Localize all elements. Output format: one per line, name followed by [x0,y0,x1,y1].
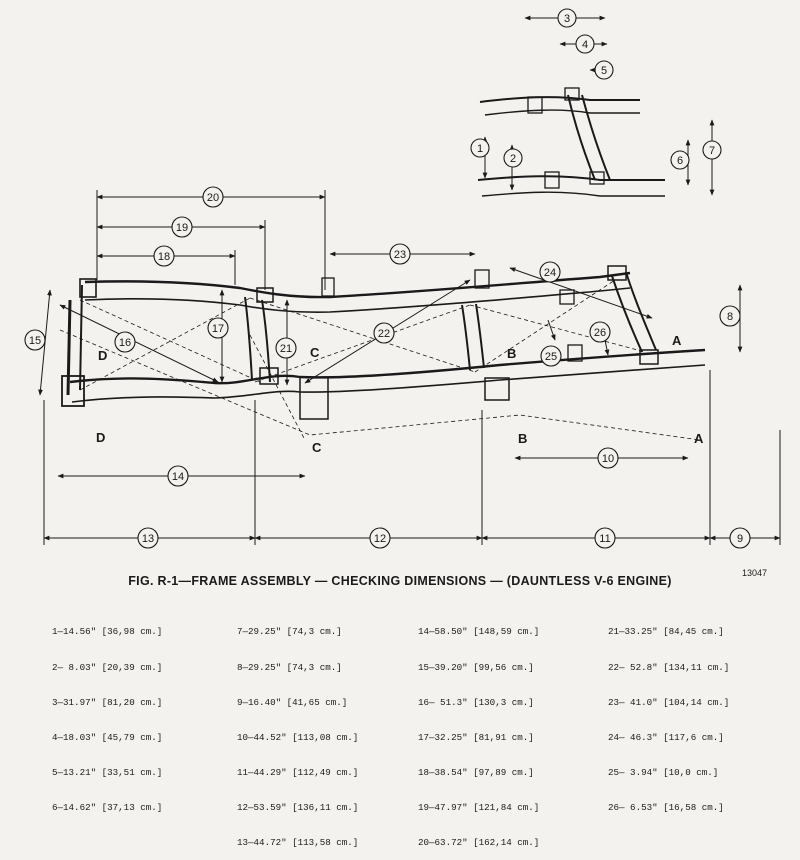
callout-12 [369,527,391,549]
callout-17 [207,317,229,339]
point-d-lower: D [96,430,105,445]
legend-item: 3—31.97" [81,20 cm.] [52,696,163,708]
legend-item: 13—44.72" [113,58 cm.] [237,837,359,849]
legend-item: 9—16.40" [41,65 cm.] [237,696,348,708]
legend-column-4: 21—33.25" [84,45 cm.] 22— 52.8" [134,11 … [608,603,729,825]
legend-item: 26— 6.53" [16,58 cm.] [608,801,724,813]
legend-item: 11—44.29" [112,49 cm.] [237,766,359,778]
legend-column-1: 1—14.56" [36,98 cm.] 2— 8.03" [20,39 cm.… [52,603,162,825]
point-b-lower: B [518,431,527,446]
svg-text:4: 4 [582,39,588,51]
legend-item: 7—29.25" [74,3 cm.] [237,626,342,638]
callout-10 [597,447,619,469]
svg-text:1: 1 [477,143,483,155]
svg-text:26: 26 [594,327,606,339]
callout-1 [470,138,490,158]
svg-text:11: 11 [599,533,610,545]
svg-text:9: 9 [737,533,743,545]
callout-23 [389,243,411,265]
legend-item: 20—63.72" [162,14 cm.] [418,837,540,849]
svg-text:5: 5 [601,65,607,77]
figure-number: 13047 [742,568,768,578]
callout-15 [24,329,46,351]
callout-24 [539,261,561,283]
legend-item: 12—53.59" [136,11 cm.] [237,801,359,813]
callout-2 [503,148,523,168]
svg-text:2: 2 [510,153,516,165]
inset-rear-frame [477,87,665,197]
callout-9 [729,527,751,549]
legend-item: 25— 3.94" [10,0 cm.] [608,766,719,778]
callout-22 [373,322,395,344]
svg-text:12: 12 [374,533,386,545]
callout-26 [589,321,611,343]
svg-text:16: 16 [119,337,131,349]
legend-item: 21—33.25" [84,45 cm.] [608,626,724,638]
callout-19 [171,216,193,238]
dimension-lines [38,15,781,545]
callout-13 [137,527,159,549]
svg-text:17: 17 [212,323,224,335]
legend-item: 10—44.52" [113,08 cm.] [237,731,359,743]
svg-text:13: 13 [142,533,154,545]
svg-text:3: 3 [564,13,570,25]
legend-item: 16— 51.3" [130,3 cm.] [418,696,534,708]
callout-4 [575,34,595,54]
callout-20 [202,186,224,208]
callout-7 [702,140,722,160]
legend-item: 5—13.21" [33,51 cm.] [52,766,163,778]
legend-item: 23— 41.0" [104,14 cm.] [608,696,730,708]
legend-column-3: 14—58.50" [148,59 cm.] 15—39.20" [99,56 … [418,603,539,860]
legend-item: 1—14.56" [36,98 cm.] [52,626,163,638]
legend-item: 24— 46.3" [117,6 cm.] [608,731,724,743]
callout-11 [594,527,616,549]
callout-5 [594,60,614,80]
svg-text:8: 8 [727,311,733,323]
legend-item: 19—47.97" [121,84 cm.] [418,801,540,813]
callout-18 [153,245,175,267]
legend-item: 2— 8.03" [20,39 cm.] [52,661,163,673]
svg-text:24: 24 [544,267,556,279]
svg-text:20: 20 [207,192,219,204]
callout-3 [557,8,577,28]
legend-item: 14—58.50" [148,59 cm.] [418,626,540,638]
legend-item: 4—18.03" [45,79 cm.] [52,731,163,743]
svg-text:15: 15 [29,335,41,347]
legend-item: 18—38.54" [97,89 cm.] [418,766,534,778]
reference-diagonals [59,279,701,441]
svg-text:21: 21 [280,343,292,355]
callouts: 3 4 5 1 2 6 7 20 19 18 23 24 15 16 17 21… [24,8,751,549]
svg-text:7: 7 [709,145,715,157]
svg-text:25: 25 [545,351,557,363]
frame-diagram: 3 4 5 1 2 6 7 20 19 18 23 24 15 16 17 21… [24,8,781,549]
point-d-upper: D [98,348,107,363]
svg-text:6: 6 [677,155,683,167]
legend-item: 22— 52.8" [134,11 cm.] [608,661,730,673]
legend-item: 8—29.25" [74,3 cm.] [237,661,342,673]
callout-6 [670,150,690,170]
callout-8 [719,305,741,327]
callout-21 [275,337,297,359]
svg-text:19: 19 [176,222,188,234]
legend-item: 15—39.20" [99,56 cm.] [418,661,534,673]
callout-25 [540,345,562,367]
callout-14 [167,465,189,487]
point-c-lower: C [312,440,322,455]
callout-16 [114,331,136,353]
legend-column-2: 7—29.25" [74,3 cm.] 8—29.25" [74,3 cm.] … [237,603,358,860]
point-a-upper: A [672,333,682,348]
figure-caption: FIG. R-1—FRAME ASSEMBLY — CHECKING DIMEN… [128,574,672,588]
svg-text:18: 18 [158,251,170,263]
legend-item: 17—32.25" [81,91 cm.] [418,731,534,743]
svg-text:10: 10 [602,453,614,465]
svg-text:23: 23 [394,249,406,261]
legend-item: 6—14.62" [37,13 cm.] [52,801,163,813]
point-c-upper: C [310,345,320,360]
svg-text:14: 14 [172,471,184,483]
svg-text:22: 22 [378,328,390,340]
point-b-upper: B [507,346,516,361]
point-a-lower: A [694,431,704,446]
point-letters: D D C C B B A A [96,333,704,455]
